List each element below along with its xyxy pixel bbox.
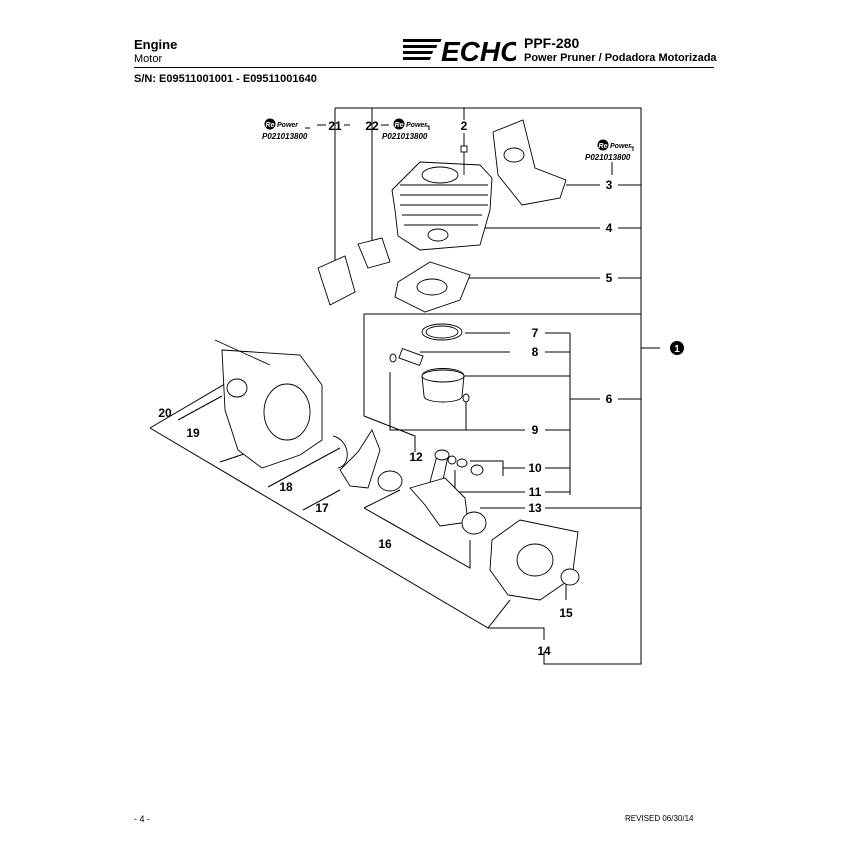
callout-11: 11 xyxy=(529,485,542,499)
repower-badge-21: Re Power P021013800 xyxy=(262,118,310,141)
callout-5: 5 xyxy=(606,271,613,285)
callout-2: 2 xyxy=(461,119,468,133)
section-title: Engine xyxy=(134,37,178,52)
callout-6: 6 xyxy=(606,392,613,406)
callout-8: 8 xyxy=(532,345,539,359)
part-number-22: P021013800 xyxy=(382,132,428,141)
callout-9: 9 xyxy=(532,423,539,437)
callout-18: 18 xyxy=(279,480,293,494)
svg-text:Power: Power xyxy=(277,122,299,129)
part-number-21: P021013800 xyxy=(262,132,308,141)
svg-text:Re: Re xyxy=(599,143,608,150)
callout-12: 12 xyxy=(409,450,423,464)
svg-text:Power: Power xyxy=(610,143,632,150)
callout-17: 17 xyxy=(315,501,329,515)
callout-7: 7 xyxy=(532,326,539,340)
svg-text:Power: Power xyxy=(406,122,428,129)
callout-3: 3 xyxy=(606,178,613,192)
revision-date: REVISED 06/30/14 xyxy=(625,814,694,823)
model-name: PPF-280 xyxy=(524,35,580,51)
callout-15: 15 xyxy=(559,606,573,620)
section-subtitle: Motor xyxy=(134,53,163,65)
callout-4: 4 xyxy=(606,221,613,235)
callout-22: 22 xyxy=(365,119,379,133)
part-number-3: P021013800 xyxy=(585,153,631,162)
page-number: - 4 - xyxy=(134,814,151,824)
echo-logo: ECHO xyxy=(403,36,516,65)
callout-20: 20 xyxy=(158,406,172,420)
serial-range: S/N: E09511001001 - E09511001640 xyxy=(134,73,317,85)
callout-21: 21 xyxy=(328,119,342,133)
svg-text:Re: Re xyxy=(395,122,404,129)
repower-badge-22: Re Power P021013800 xyxy=(382,118,430,141)
brand-wordmark: ECHO xyxy=(441,36,516,65)
group-marker: 1 xyxy=(674,344,680,355)
callout-19: 19 xyxy=(186,426,200,440)
model-description: Power Pruner / Podadora Motorizada xyxy=(524,52,717,64)
callout-16: 16 xyxy=(378,537,392,551)
header-rule xyxy=(134,67,714,68)
callout-10: 10 xyxy=(528,461,542,475)
callout-14: 14 xyxy=(537,644,551,658)
callout-13: 13 xyxy=(528,501,542,515)
repower-badge-3: Re Power P021013800 xyxy=(585,139,634,162)
svg-text:Re: Re xyxy=(266,122,275,129)
